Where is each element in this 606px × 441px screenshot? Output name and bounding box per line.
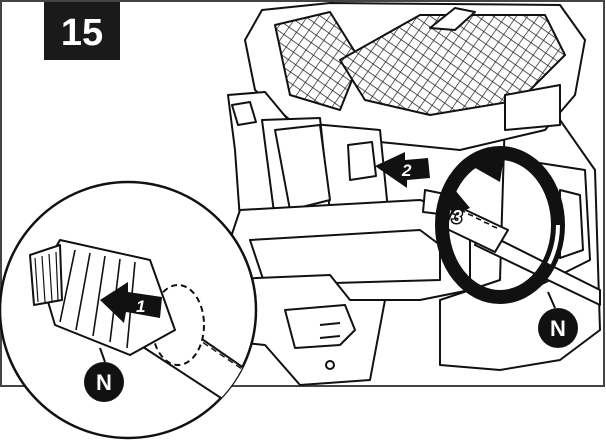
detail-magnifier: 1 xyxy=(0,180,258,440)
callout-main-leader xyxy=(547,291,556,309)
step-badge: 15 xyxy=(44,2,120,60)
arrow-1-label: 1 xyxy=(136,297,145,316)
step-number: 15 xyxy=(61,12,103,54)
rotation-arrow-icon xyxy=(435,146,565,304)
arrow-3-label: 3 xyxy=(452,207,462,227)
callout-n-main-label: N xyxy=(550,316,566,341)
callout-n-main: N xyxy=(538,308,578,348)
pressure-washer-body xyxy=(209,2,601,386)
arrow-3: 3 xyxy=(440,190,470,229)
arrow-2: 2 xyxy=(375,152,430,188)
callout-n-detail: N xyxy=(84,362,124,402)
callout-n-detail-label: N xyxy=(96,370,112,395)
figure-frame xyxy=(0,0,605,387)
arrow-1: 1 xyxy=(100,282,162,323)
arrow-2-label: 2 xyxy=(401,161,412,180)
